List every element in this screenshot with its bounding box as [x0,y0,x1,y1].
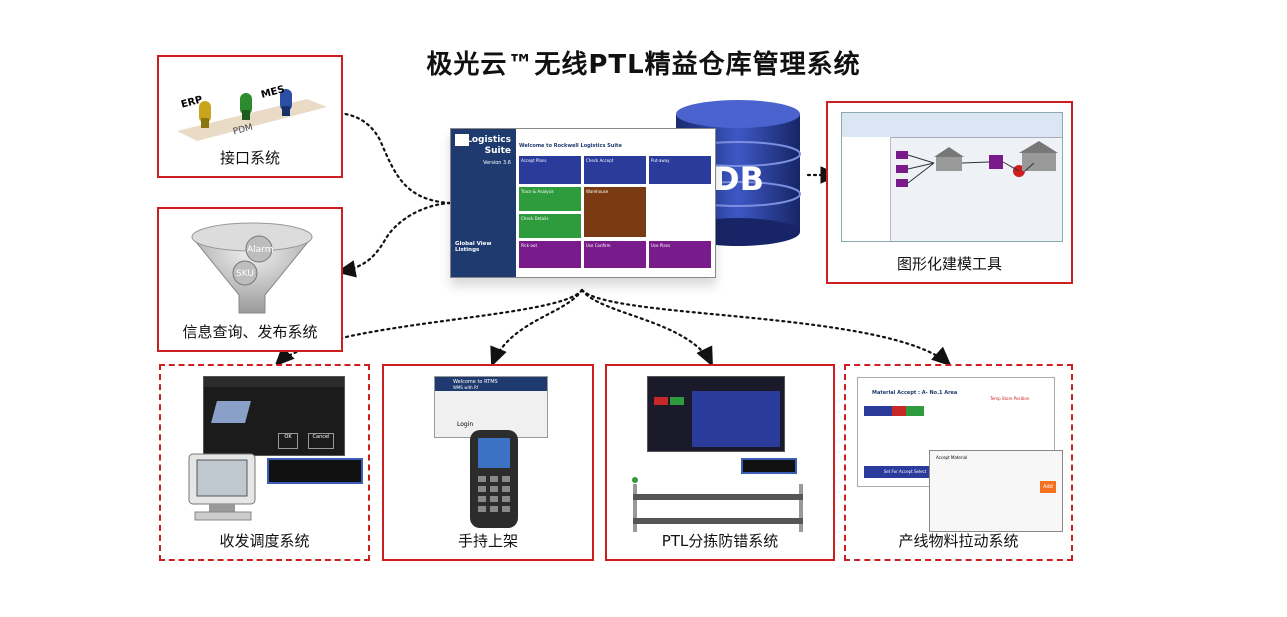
ptl-sorting-label: PTL分拣防错系统 [661,532,779,550]
app-sidebar: Logistics Suite Version 3.6 Global View … [451,129,516,277]
modeling-tool-box: 图形化建模工具 [826,101,1073,284]
database-label: DB [713,160,764,198]
line-pull-status-blue [864,406,892,416]
ptl-status-green [670,397,684,405]
app-side-heading: Global View Listings [455,241,492,253]
mes-plug-icon [280,89,292,116]
handheld-putaway-label: 手持上架 [457,532,518,550]
arrow-to-line-pull [580,288,952,367]
modeling-canvas [896,141,1058,187]
receiving-dispatch-label: 收发调度系统 [219,532,310,550]
ptl-led-display [741,458,797,474]
arrow-to-ptl [580,288,714,367]
line-pull-header: Material Accept : A- No.1 Area [872,390,958,396]
crt-monitor-icon [188,453,256,521]
line-pull-label: 产线物料拉动系统 [898,532,1019,550]
sku-label: SKU [236,269,254,279]
alarm-label: Alarm [247,245,274,255]
app-welcome: Welcome to Rockwell Logistics Suite [519,143,622,149]
receiving-dispatch-box: OK Cancel 收发调度系统 [159,364,370,561]
receiving-app-screen: OK Cancel [203,376,345,456]
tile-use-plans[interactable]: Use Plans [649,241,711,268]
popup-add-button[interactable]: Add [1040,481,1056,493]
erp-plug-icon [199,101,211,128]
modeling-tree-panel [842,137,891,241]
info-query-label: 信息查询、发布系统 [182,323,318,341]
tile-check-details[interactable]: Check Details [519,214,581,238]
ptl-sorting-box: PTL分拣防错系统 [605,364,835,561]
accept-material-popup: Accept Material Add [929,450,1063,532]
line-pull-right-label: Temp Store Position [990,396,1030,401]
handheld-login-window: Welcome to RTMS WMS with Rf Login [434,376,548,438]
interface-plugs-illustration [177,89,327,141]
funnel-illustration [191,222,313,314]
ptl-status-red [654,397,668,405]
app-version: Version 3.6 [483,160,511,166]
line-pull-accept-button[interactable]: Set For Accept Select [864,466,946,478]
handheld-window-titlebar [435,377,547,391]
receiving-header-bar [204,377,344,387]
central-app-window: Logistics Suite Version 3.6 Global View … [450,128,716,278]
handheld-subtitle: WMS with Rf [453,385,479,390]
interface-system-box: ERP MES PDM 接口系统 [157,55,343,178]
app-brand-line2: Suite [484,146,511,156]
tile-put-away[interactable]: Put-away [649,156,711,184]
tile-check-accept[interactable]: Check Accept [584,156,646,184]
line-pull-box: Material Accept : A- No.1 Area Temp Stor… [844,364,1073,561]
arrow-to-info-query [335,201,452,278]
app-logo-icon [455,134,469,146]
tile-pick-out[interactable]: Pick-out [519,241,581,268]
tile-use-confirm[interactable]: Use Confirm [584,241,646,268]
handheld-login-button[interactable]: Login [457,421,474,428]
handheld-putaway-box: Welcome to RTMS WMS with Rf Login 手持上架 [382,364,594,561]
interface-system-label: 接口系统 [219,149,280,167]
arrow-to-interface [320,103,452,205]
handheld-welcome: Welcome to RTMS [453,379,498,385]
tile-warehouse[interactable]: Warehouse [584,187,646,237]
led-display-panel [267,458,363,484]
line-pull-status-red [892,406,906,416]
line-pull-status-green [906,406,924,416]
modeling-tool-label: 图形化建模工具 [896,255,1002,273]
pdm-plug-icon [240,93,252,120]
tile-trace-analysis[interactable]: Trace & Analysis [519,187,581,211]
arrow-to-handheld [490,288,584,368]
modeling-window [841,112,1063,242]
diagram-title: 极光云™无线PTL精益仓库管理系统 [426,50,861,80]
app-brand-line1: Logistics [466,135,511,145]
info-query-box: Alarm SKU 信息查询、发布系统 [157,207,343,352]
popup-title: Accept Material [936,455,968,460]
ptl-monitor-screen [647,376,785,452]
receiving-ok-button[interactable]: OK [278,433,298,449]
receiving-cancel-button[interactable]: Cancel [308,433,334,449]
app-tile-grid: Accept Plans Check Accept Put-away Trace… [519,156,711,268]
receiving-pallet-icon [211,401,251,423]
modeling-ribbon [842,113,1062,138]
handheld-scanner-icon [470,430,518,528]
tile-accept-plans[interactable]: Accept Plans [519,156,581,184]
ptl-grid-panel [692,391,780,447]
ptl-rack-icon [632,477,803,532]
